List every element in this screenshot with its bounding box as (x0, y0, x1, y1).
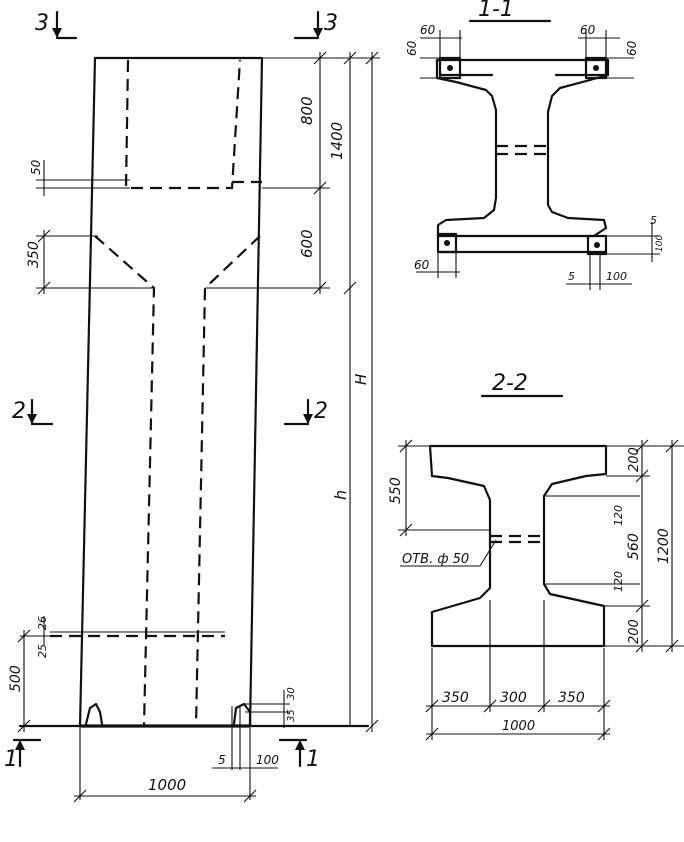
svg-text:1000: 1000 (502, 719, 535, 734)
svg-text:100: 100 (606, 270, 627, 283)
dim-600: 600 (298, 229, 316, 258)
dim-H: H (352, 374, 370, 385)
section-mark-2-left: 2 (12, 398, 54, 426)
section-mark-1-left: 1 (4, 738, 42, 772)
svg-text:1: 1 (306, 747, 320, 772)
dim-350: 350 (26, 241, 42, 268)
embedded-plate (584, 56, 608, 80)
elevation-dimensions-base: 30 35 5 100 (212, 687, 297, 769)
section-mark-2-right: 2 (283, 398, 328, 426)
section-mark-1-right: 1 (278, 738, 320, 772)
dim-5: 5 (218, 753, 226, 767)
section-1-1: 1-1 60 60 60 60 60 (405, 0, 665, 290)
dim-500: 500 (8, 665, 24, 692)
svg-text:1000: 1000 (148, 776, 186, 794)
elevation-dimensions-right: 800 1400 600 H h (205, 51, 380, 733)
svg-text:3: 3 (35, 11, 49, 36)
svg-text:60: 60 (420, 23, 436, 37)
svg-text:560: 560 (626, 533, 642, 560)
dim-30: 30 (286, 687, 297, 700)
embedded-plate (586, 234, 608, 256)
svg-text:2: 2 (12, 399, 26, 424)
dim-1400: 1400 (328, 122, 346, 160)
svg-text:1200: 1200 (656, 528, 672, 564)
section-title-2-2: 2-2 (492, 371, 528, 396)
dim-25: 25 (36, 644, 49, 658)
svg-text:120: 120 (612, 505, 625, 526)
svg-text:60: 60 (405, 40, 419, 56)
svg-text:60: 60 (625, 40, 639, 56)
dim-26: 26 (36, 616, 49, 630)
embedded-plate (438, 56, 462, 80)
svg-text:5: 5 (650, 214, 657, 227)
svg-text:60: 60 (580, 23, 596, 37)
svg-text:200: 200 (627, 619, 642, 644)
dim-50: 50 (29, 159, 43, 175)
column-elevation (18, 56, 370, 770)
section-2-2: 2-2 200 120 560 120 200 1200 550 ОТВ. ф … (388, 371, 684, 741)
svg-text:60: 60 (414, 258, 430, 272)
svg-text:350: 350 (558, 690, 585, 706)
embedded-plate (436, 232, 458, 254)
svg-text:350: 350 (442, 690, 469, 706)
elevation-dimensions-left: 50 350 26 25 500 (8, 159, 154, 733)
hole-label: ОТВ. ф 50 (402, 552, 469, 567)
section-mark-3-right: 3 (293, 10, 338, 40)
svg-text:1: 1 (4, 747, 18, 772)
dim-35: 35 (286, 709, 297, 722)
dim-h: h (331, 490, 350, 500)
svg-text:200: 200 (627, 447, 642, 472)
svg-text:5: 5 (568, 270, 575, 283)
svg-text:300: 300 (500, 690, 527, 706)
svg-text:120: 120 (612, 571, 625, 592)
svg-text:3: 3 (324, 11, 338, 36)
dim-800: 800 (298, 96, 316, 125)
svg-text:2: 2 (314, 399, 328, 424)
elevation-dimension-1000: 1000 (73, 728, 257, 803)
section-mark-3-left: 3 (35, 10, 78, 40)
svg-text:550: 550 (388, 477, 404, 504)
svg-text:100: 100 (655, 235, 665, 252)
dim-100: 100 (256, 753, 279, 767)
section-title-1-1: 1-1 (478, 0, 514, 22)
